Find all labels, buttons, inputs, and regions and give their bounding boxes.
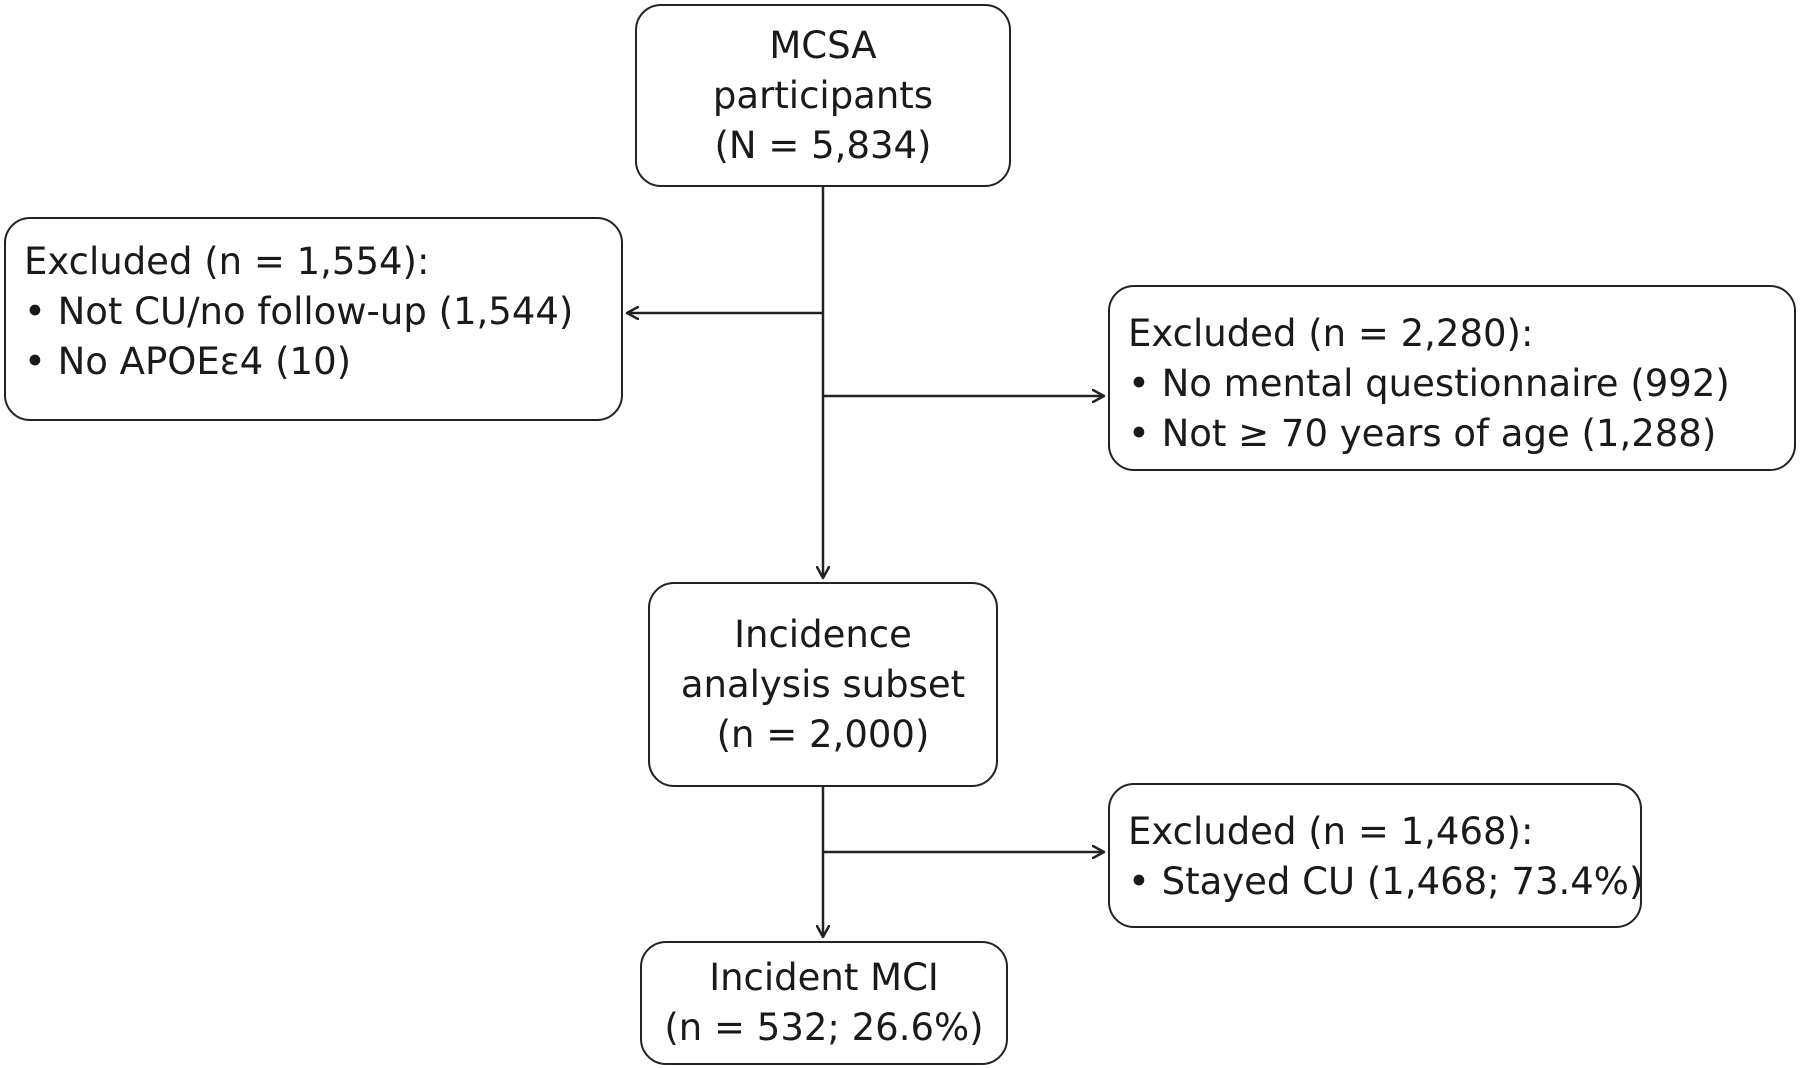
participants-line-3: (N = 5,834)	[714, 123, 932, 167]
excluded-3-heading: Excluded (n = 1,468):	[1128, 810, 1534, 853]
subset-line-3: (n = 2,000)	[716, 712, 930, 756]
incident-mci-box: Incident MCI (n = 532; 26.6%)	[640, 941, 1008, 1065]
excluded-2-item: • No mental questionnaire (992)	[1128, 362, 1730, 405]
analysis-subset-box: Incidence analysis subset (n = 2,000)	[648, 582, 998, 787]
participants-line-1: MCSA	[769, 23, 877, 67]
excluded-2-heading: Excluded (n = 2,280):	[1128, 312, 1534, 355]
excluded-box-2: Excluded (n = 2,280): • No mental questi…	[1108, 285, 1796, 471]
participants-box: MCSA participants (N = 5,834)	[635, 4, 1011, 187]
excluded-box-1: Excluded (n = 1,554): • Not CU/no follow…	[4, 217, 623, 421]
excluded-1-item: • No APOEε4 (10)	[24, 340, 352, 383]
excluded-1-item: • Not CU/no follow-up (1,544)	[24, 290, 574, 333]
subset-line-2: analysis subset	[680, 662, 966, 706]
subset-line-1: Incidence	[734, 612, 912, 656]
excluded-3-item: • Stayed CU (1,468; 73.4%)	[1128, 860, 1644, 903]
incident-line-1: Incident MCI	[709, 956, 939, 999]
excluded-box-3: Excluded (n = 1,468): • Stayed CU (1,468…	[1108, 783, 1644, 928]
excluded-1-heading: Excluded (n = 1,554):	[24, 240, 430, 283]
excluded-2-item: • Not ≥ 70 years of age (1,288)	[1128, 412, 1717, 455]
incident-line-2: (n = 532; 26.6%)	[664, 1006, 984, 1049]
participants-line-2: participants	[712, 73, 934, 117]
